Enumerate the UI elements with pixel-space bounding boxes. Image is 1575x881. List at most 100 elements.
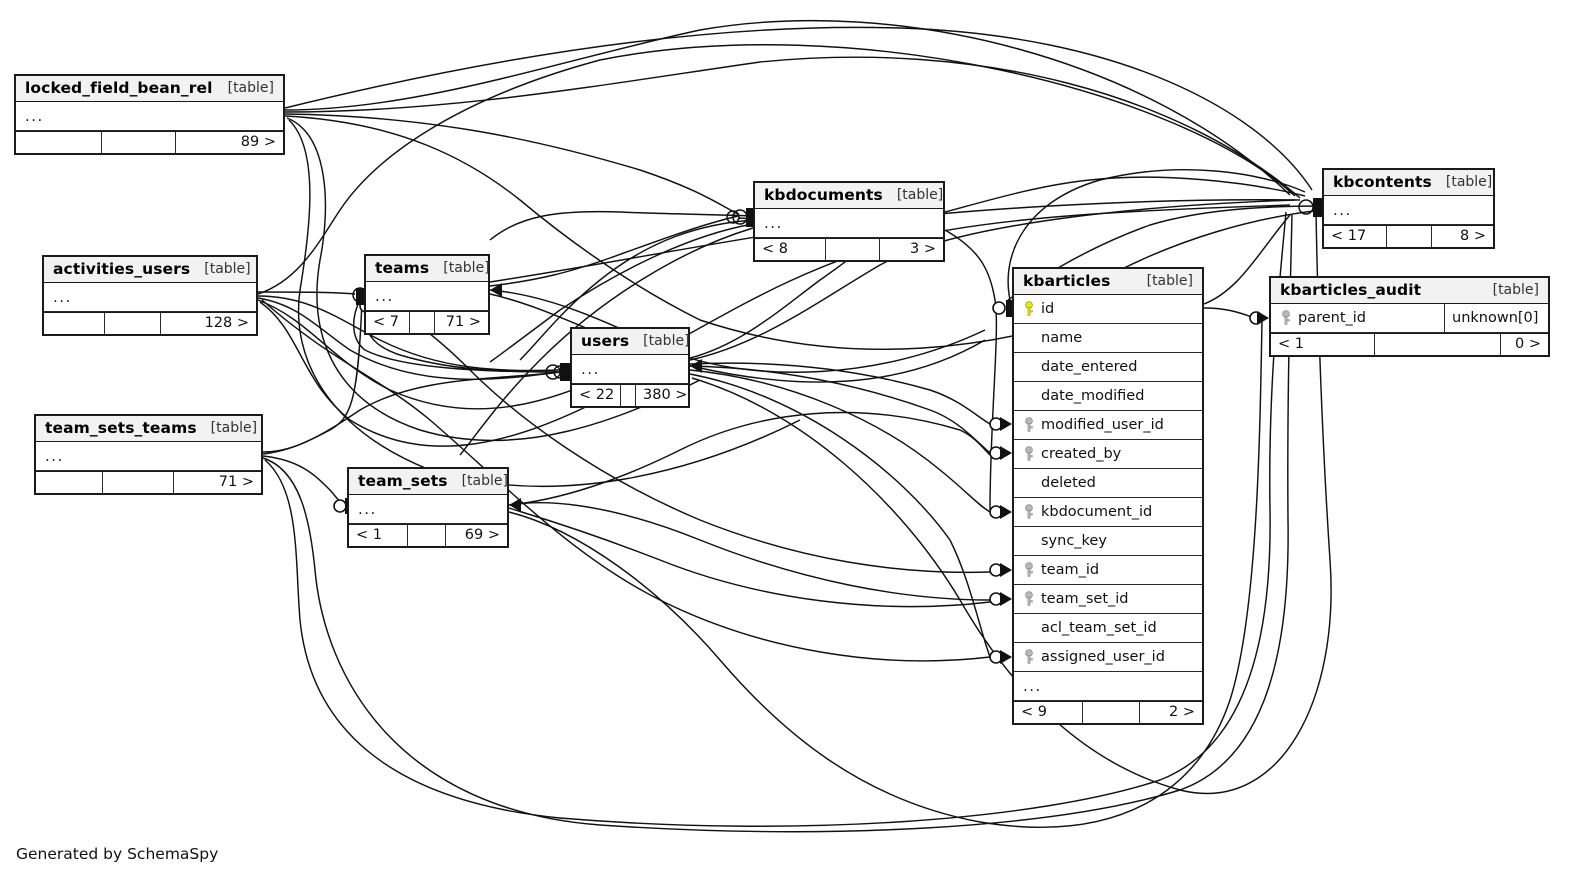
footer-middle bbox=[825, 239, 880, 260]
footer-middle bbox=[1082, 702, 1140, 723]
footer-left: < 1 bbox=[356, 527, 382, 543]
table-footer: 71 > bbox=[36, 471, 261, 493]
key-icon-foreign bbox=[1023, 591, 1039, 606]
table-header: users [table] bbox=[572, 329, 690, 355]
column-name: created_by bbox=[1041, 445, 1122, 462]
table-locked_field_bean_rel[interactable]: locked_field_bean_rel [table] ... 89 > bbox=[14, 74, 285, 155]
table-header: activities_users [table] bbox=[44, 257, 256, 283]
table-tag: [table] bbox=[1445, 174, 1493, 190]
table-title: locked_field_bean_rel bbox=[25, 79, 213, 97]
table-team_sets_teams[interactable]: team_sets_teams [table] ... 71 > bbox=[34, 414, 263, 495]
footer-right: 0 > bbox=[1515, 336, 1541, 352]
column-name: acl_team_set_id bbox=[1041, 619, 1157, 636]
row-label: ... bbox=[581, 359, 600, 378]
table-title: kbarticles bbox=[1023, 272, 1111, 290]
table-header: kbarticles [table] bbox=[1014, 269, 1202, 295]
table-activities_users[interactable]: activities_users [table] ... 128 > bbox=[42, 255, 258, 336]
footer-right: 128 > bbox=[204, 315, 249, 331]
column-name: team_id bbox=[1041, 561, 1100, 578]
table-row: ... bbox=[349, 495, 507, 524]
column-name: team_set_id bbox=[1041, 590, 1129, 607]
footer-right: 69 > bbox=[464, 527, 500, 543]
table-header: team_sets_teams [table] bbox=[36, 416, 261, 442]
footer-right: 8 > bbox=[1460, 228, 1486, 244]
footer-right: 71 > bbox=[218, 474, 254, 490]
footer-middle bbox=[101, 132, 176, 153]
table-users[interactable]: users [table] ... < 22 380 > bbox=[570, 327, 690, 408]
footer-middle bbox=[620, 385, 636, 406]
table-row: ... bbox=[366, 282, 488, 311]
table-header: team_sets [table] bbox=[349, 469, 508, 495]
table-team_sets[interactable]: team_sets [table] ... < 1 69 > bbox=[347, 467, 509, 548]
table-tag: [table] bbox=[643, 333, 690, 349]
row-label: ... bbox=[25, 106, 44, 125]
table-tag: [table] bbox=[1146, 273, 1193, 289]
column-row-team_id[interactable]: team_id bbox=[1014, 556, 1202, 585]
row-label: ... bbox=[53, 287, 72, 306]
footer-middle bbox=[1386, 226, 1432, 247]
column-row-acl_team_set_id[interactable]: acl_team_set_id bbox=[1014, 614, 1202, 643]
column-row-sync_key[interactable]: sync_key bbox=[1014, 527, 1202, 556]
column-name: parent_id bbox=[1298, 309, 1367, 326]
table-title: kbcontents bbox=[1333, 173, 1432, 191]
table-row: ... bbox=[44, 283, 256, 312]
column-row-assigned_user_id[interactable]: assigned_user_id bbox=[1014, 643, 1202, 672]
table-tag: [table] bbox=[227, 80, 274, 96]
generated-by-label: Generated by SchemaSpy bbox=[16, 845, 219, 863]
table-tag: [table] bbox=[204, 261, 251, 277]
column-row-date_entered[interactable]: date_entered bbox=[1014, 353, 1202, 382]
table-title: kbdocuments bbox=[764, 186, 883, 204]
footer-right: 71 > bbox=[445, 314, 481, 330]
table-kbdocuments[interactable]: kbdocuments [table] ... < 8 3 > bbox=[753, 181, 945, 262]
table-title: activities_users bbox=[53, 260, 191, 278]
table-footer: < 9 2 > bbox=[1014, 701, 1202, 723]
table-title: kbarticles_audit bbox=[1280, 281, 1422, 299]
table-header: locked_field_bean_rel [table] bbox=[16, 76, 283, 102]
column-name: modified_user_id bbox=[1041, 416, 1164, 433]
table-tag: [table] bbox=[896, 187, 944, 203]
table-kbarticles_audit[interactable]: kbarticles_audit [table] parent_id unkno… bbox=[1269, 276, 1550, 357]
footer-middle bbox=[104, 313, 161, 334]
table-row: ... bbox=[16, 102, 283, 131]
table-kbarticles[interactable]: kbarticles [table] id name date_entered … bbox=[1012, 267, 1204, 725]
table-footer: < 17 8 > bbox=[1324, 225, 1493, 247]
column-row-created_by[interactable]: created_by bbox=[1014, 440, 1202, 469]
footer-left: < 22 bbox=[579, 387, 615, 403]
column-row-date_modified[interactable]: date_modified bbox=[1014, 382, 1202, 411]
footer-right: 380 > bbox=[643, 387, 688, 403]
key-icon-foreign bbox=[1280, 310, 1296, 325]
column-row-id[interactable]: id bbox=[1014, 295, 1202, 324]
column-row-team_set_id[interactable]: team_set_id bbox=[1014, 585, 1202, 614]
column-row-parent_id[interactable]: parent_id unknown[0] bbox=[1271, 304, 1548, 333]
table-footer: 128 > bbox=[44, 312, 256, 334]
row-label: ... bbox=[1333, 200, 1352, 219]
table-row: ... bbox=[755, 209, 943, 238]
column-row-deleted[interactable]: deleted bbox=[1014, 469, 1202, 498]
footer-right: 3 > bbox=[910, 241, 936, 257]
key-icon-foreign bbox=[1023, 562, 1039, 577]
column-name: ... bbox=[1023, 676, 1042, 695]
row-label: ... bbox=[358, 499, 377, 518]
table-header: kbcontents [table] bbox=[1324, 170, 1493, 196]
footer-left bbox=[36, 472, 102, 493]
column-row-kbdocument_id[interactable]: kbdocument_id bbox=[1014, 498, 1202, 527]
row-label: ... bbox=[45, 446, 64, 465]
table-title: users bbox=[581, 332, 630, 350]
table-footer: < 22 380 > bbox=[572, 384, 688, 406]
column-name: kbdocument_id bbox=[1041, 503, 1153, 520]
column-row-more: ... bbox=[1014, 672, 1202, 701]
footer-left bbox=[16, 132, 101, 153]
column-row-name[interactable]: name bbox=[1014, 324, 1202, 353]
footer-middle bbox=[409, 312, 435, 333]
column-row-modified_user_id[interactable]: modified_user_id bbox=[1014, 411, 1202, 440]
key-icon-foreign bbox=[1023, 649, 1039, 664]
table-row: ... bbox=[36, 442, 261, 471]
table-footer: 89 > bbox=[16, 131, 283, 153]
table-footer: < 1 0 > bbox=[1271, 333, 1548, 355]
table-title: teams bbox=[375, 259, 430, 277]
table-teams[interactable]: teams [table] ... < 7 71 > bbox=[364, 254, 490, 335]
table-kbcontents[interactable]: kbcontents [table] ... < 17 8 > bbox=[1322, 168, 1495, 249]
column-name: assigned_user_id bbox=[1041, 648, 1165, 665]
key-icon-foreign bbox=[1023, 446, 1039, 461]
